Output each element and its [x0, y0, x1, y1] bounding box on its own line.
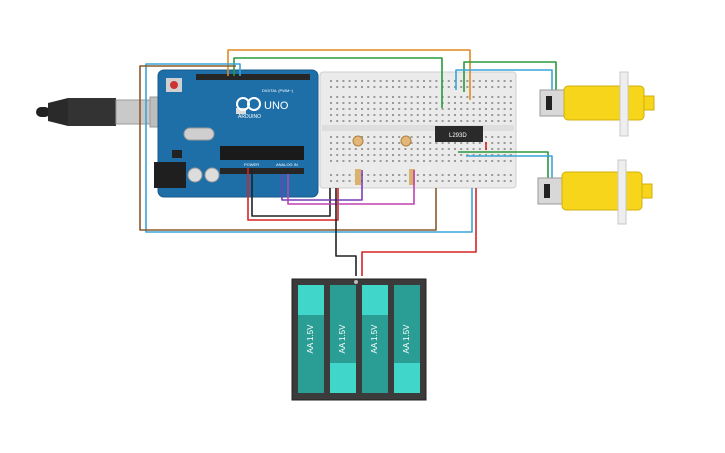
dc-motor-top: [539, 71, 655, 137]
wire-blue-2: [455, 69, 553, 94]
battery-cell-label: AA 1.5V: [338, 324, 347, 354]
wire-green-3: [458, 151, 549, 186]
wire-orange: [227, 49, 471, 100]
analog-header-label: ANALOG IN: [276, 162, 298, 167]
wire-blue-1: [145, 63, 473, 233]
photoresistor-left: [352, 135, 364, 147]
power-header-label: POWER: [244, 162, 259, 167]
battery-cell-label: AA 1.5V: [402, 324, 411, 354]
resistor-left: [355, 169, 361, 185]
wire-red-main: [361, 188, 477, 276]
arduino-logo-icon: [236, 97, 261, 111]
battery-terminal-icon: [354, 280, 358, 284]
wire-green-2: [463, 61, 557, 96]
wire-blue-3: [466, 155, 553, 186]
wire-brown: [139, 65, 437, 231]
resistor-right: [409, 169, 415, 185]
dc-motor-bottom: [537, 159, 653, 225]
wire-purple: [281, 170, 363, 201]
battery-cell-label: AA 1.5V: [370, 324, 379, 354]
wire-green-1: [233, 57, 443, 108]
wire-magenta: [287, 170, 415, 205]
digital-header-label: DIGITAL (PWM~): [262, 88, 294, 93]
motor-driver-ic: L293D: [435, 126, 483, 142]
board-model-label: UNO: [264, 100, 289, 112]
photoresistor-right: [400, 135, 412, 147]
battery-cell: AA 1.5V: [394, 285, 420, 393]
battery-cell-label: AA 1.5V: [306, 324, 315, 354]
battery-cell: AA 1.5V: [298, 285, 324, 393]
battery-cell: AA 1.5V: [362, 285, 388, 393]
usb-cable: [36, 96, 165, 128]
battery-pack: AA 1.5V AA 1.5V AA 1.5V AA 1.5V: [291, 278, 427, 401]
breadboard: [319, 71, 517, 189]
wire-black-1: [251, 168, 331, 217]
board-brand-label: ARDUINO: [238, 114, 261, 120]
wire-black-main: [335, 188, 357, 276]
battery-cell: AA 1.5V: [330, 285, 356, 393]
arduino-board: UNO ARDUINO DIGITAL (PWM~) POWER ANALOG …: [154, 69, 319, 198]
driver-ic-label: L293D: [449, 133, 467, 139]
